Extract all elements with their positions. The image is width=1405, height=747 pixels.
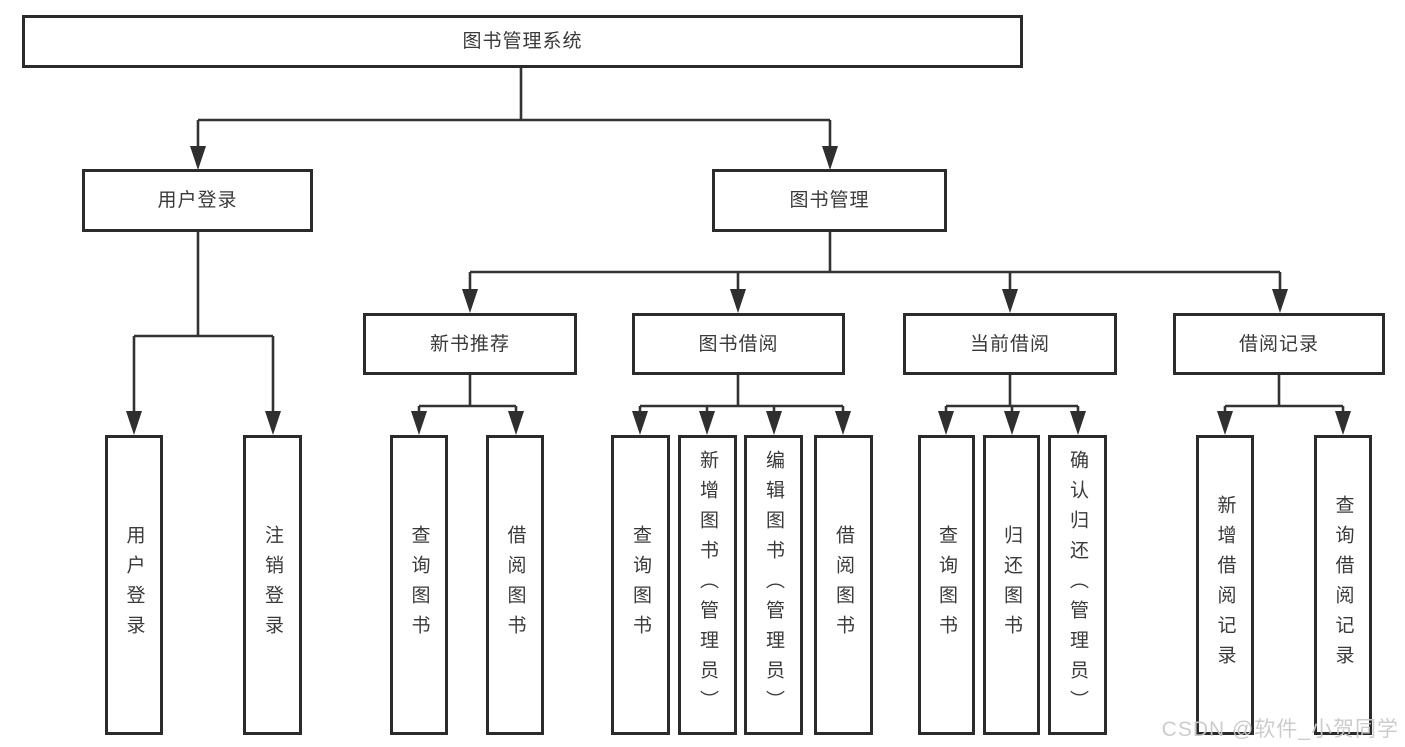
arrow-down-icon (462, 289, 478, 313)
leaf-query-borrow-record: 查询借阅记录 (1314, 435, 1372, 735)
leaf-query-books-2: 查询图书 (611, 435, 670, 735)
node-root: 图书管理系统 (22, 15, 1023, 68)
leaf-borrow-books-2-label: 借阅图书 (833, 525, 854, 645)
arrow-down-icon (766, 411, 782, 435)
leaf-add-books-admin: 新增图书（管理员） (678, 435, 737, 735)
arrow-down-icon (938, 411, 954, 435)
connector-book-management-branch (468, 232, 1282, 292)
leaf-query-borrow-record-label: 查询借阅记录 (1332, 495, 1354, 675)
leaf-add-books-admin-label: 新增图书（管理员） (697, 450, 718, 720)
leaf-logout: 注销登录 (243, 435, 302, 735)
node-book-borrow: 图书借阅 (632, 313, 845, 375)
leaf-return-books: 归还图书 (983, 435, 1040, 735)
node-borrow-records: 借阅记录 (1173, 313, 1385, 375)
node-new-books: 新书推荐 (363, 313, 577, 375)
arrow-down-icon (730, 289, 746, 313)
node-book-borrow-label: 图书借阅 (698, 333, 779, 355)
node-new-books-label: 新书推荐 (429, 333, 510, 355)
arrow-down-icon (632, 411, 648, 435)
csdn-watermark: CSDN @软件_小贺同学 (1161, 718, 1399, 741)
node-book-management-label: 图书管理 (789, 190, 870, 211)
arrow-down-icon (1002, 289, 1018, 313)
leaf-query-books-2-label: 查询图书 (630, 525, 651, 645)
leaf-add-borrow-record-label: 新增借阅记录 (1214, 495, 1236, 675)
arrow-down-icon (835, 411, 851, 435)
leaf-return-books-label: 归还图书 (1001, 525, 1022, 645)
leaf-edit-books-admin: 编辑图书（管理员） (744, 435, 803, 735)
leaf-query-books-3-label: 查询图书 (936, 525, 957, 645)
connector-current-borrow-branch (944, 375, 1080, 413)
leaf-logout-label: 注销登录 (262, 525, 283, 645)
arrow-down-icon (1335, 411, 1351, 435)
arrow-down-icon (126, 411, 142, 435)
leaf-query-books-3: 查询图书 (918, 435, 975, 735)
leaf-borrow-books-1: 借阅图书 (486, 435, 544, 735)
leaf-add-borrow-record: 新增借阅记录 (1196, 435, 1254, 735)
node-book-management: 图书管理 (712, 169, 947, 232)
connector-book-borrow-branch (638, 375, 845, 413)
node-user-login: 用户登录 (82, 169, 313, 232)
connector-root-split (196, 68, 832, 150)
arrow-down-icon (1217, 411, 1233, 435)
leaf-query-books-1: 查询图书 (390, 435, 448, 735)
leaf-user-login-label: 用户登录 (123, 525, 145, 645)
leaf-edit-books-admin-label: 编辑图书（管理员） (763, 450, 784, 720)
arrow-down-icon (1272, 289, 1288, 313)
arrow-down-icon (1004, 411, 1020, 435)
leaf-confirm-return-admin-label: 确认归还（管理员） (1067, 450, 1088, 720)
node-current-borrow-label: 当前借阅 (969, 333, 1050, 355)
node-user-login-label: 用户登录 (157, 190, 238, 211)
arrow-down-icon (822, 146, 838, 170)
arrow-down-icon (1070, 411, 1086, 435)
node-current-borrow: 当前借阅 (903, 313, 1117, 375)
leaf-query-books-1-label: 查询图书 (408, 525, 430, 645)
leaf-borrow-books-2: 借阅图书 (814, 435, 873, 735)
connector-records-branch (1223, 375, 1345, 413)
connector-user-login-branch (132, 232, 275, 413)
node-root-label: 图书管理系统 (462, 31, 583, 52)
arrow-down-icon (699, 411, 715, 435)
arrow-down-icon (190, 146, 206, 170)
arrow-down-icon (508, 411, 524, 435)
arrow-down-icon (411, 411, 427, 435)
arrow-down-icon (265, 411, 281, 435)
leaf-confirm-return-admin: 确认归还（管理员） (1048, 435, 1107, 735)
leaf-user-login: 用户登录 (105, 435, 163, 735)
connector-new-books-branch (417, 375, 518, 413)
node-borrow-records-label: 借阅记录 (1238, 333, 1319, 355)
leaf-borrow-books-1-label: 借阅图书 (504, 525, 526, 645)
